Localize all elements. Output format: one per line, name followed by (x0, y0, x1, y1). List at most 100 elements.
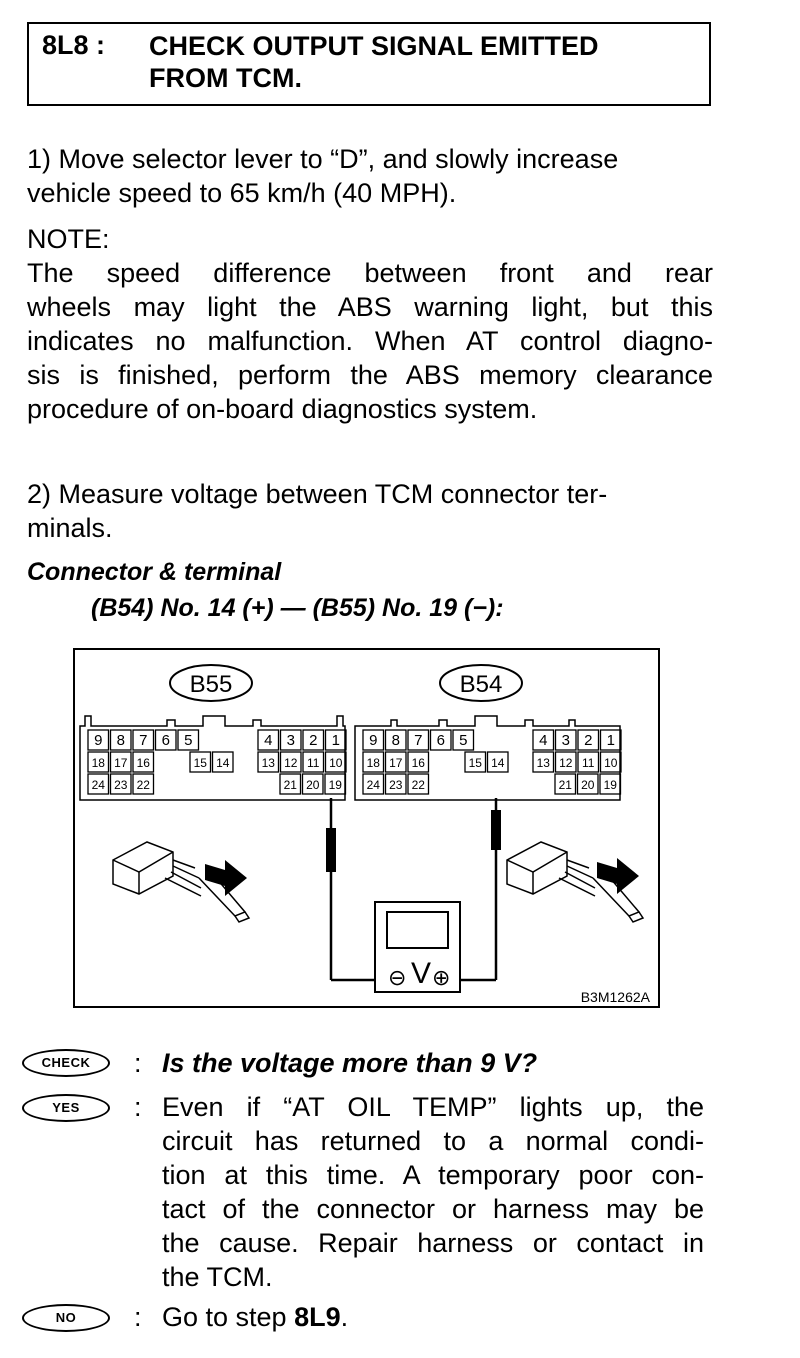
b55-terminal-cell (257, 729, 280, 751)
step-1-instruction: 1) Move selector lever to “D”, and slowl… (27, 142, 713, 210)
b55-terminal-number: 6 (162, 732, 170, 749)
b55-terminal-number: 2 (309, 732, 317, 749)
b54-terminal-number: 21 (559, 778, 573, 792)
b54-terminal-cell (429, 729, 452, 751)
step-title-line-1: CHECK OUTPUT SIGNAL EMITTED (149, 31, 599, 61)
connector-terminal-heading: Connector & terminal (27, 558, 282, 586)
b54-terminal-number: 19 (604, 778, 618, 792)
b54-terminal-number: 13 (537, 756, 551, 770)
step-number: 8L8 : (42, 30, 106, 60)
b55-terminal-cell (87, 773, 110, 795)
b55-terminal-number: 24 (92, 778, 106, 792)
b54-terminal-cell (554, 751, 577, 773)
b54-terminal-cell (599, 729, 622, 751)
probe-wires (329, 798, 498, 982)
b54-terminal-cell (362, 773, 385, 795)
b55-terminal-number: 5 (184, 732, 192, 749)
b54-terminal-number: 4 (539, 732, 547, 749)
b55-terminal-number: 13 (262, 756, 276, 770)
b54-terminal-cell (577, 751, 600, 773)
b55-terminal-cell (132, 773, 155, 795)
b55-terminal-cell (109, 729, 132, 751)
yes-line-3: tion at this time. A temporary poor con- (162, 1160, 704, 1190)
no-badge: NO (22, 1304, 110, 1332)
no-step-reference: 8L9 (294, 1302, 341, 1332)
note-line-5: procedure of on-board diagnostics system… (27, 394, 538, 424)
b54-terminal-cell (486, 751, 509, 773)
b54-terminal-cell (576, 773, 599, 795)
note-label: NOTE: (27, 224, 110, 254)
b54-terminal-number: 6 (437, 732, 445, 749)
b54-terminal-cell (407, 729, 430, 751)
b55-terminal-number: 4 (264, 732, 272, 749)
yes-line-6: the TCM. (162, 1262, 273, 1292)
b55-terminal-number: 14 (216, 756, 230, 770)
step-2-line-1: 2) Measure voltage between TCM connector… (27, 479, 608, 509)
no-row: NO : Go to step 8L9. (22, 1300, 722, 1334)
b55-terminal-cell (279, 751, 302, 773)
check-colon: : (134, 1048, 142, 1078)
note-line-2: wheels may light the ABS warning light, … (27, 292, 713, 322)
b54-terminal-cell (464, 751, 487, 773)
right-connector-illustration (506, 841, 645, 923)
b54-terminal-cell (577, 729, 600, 751)
b55-terminal-cell (177, 729, 200, 751)
b55-terminal-cell (189, 751, 212, 773)
yes-badge: YES (22, 1094, 110, 1122)
b55-terminal-number: 23 (114, 778, 128, 792)
right-insert-arrow (597, 858, 639, 894)
check-row: CHECK : Is the voltage more than 9 V? (22, 1046, 722, 1080)
b55-label: B55 (190, 671, 233, 698)
b55-terminal-cell (109, 751, 132, 773)
b54-terminal-cell (599, 773, 622, 795)
b54-terminal-number: 11 (582, 756, 595, 770)
b55-terminal-cell (211, 751, 234, 773)
b55-terminal-cell (154, 729, 177, 751)
step-2-line-2: minals. (27, 513, 113, 543)
b54-terminal-number: 12 (559, 756, 573, 770)
b55-terminal-cell (324, 773, 347, 795)
b55-terminal-number: 8 (117, 732, 125, 749)
yes-line-1: Even if “AT OIL TEMP” lights up, the (162, 1092, 704, 1122)
b54-terminal-number: 8 (392, 732, 400, 749)
b55-terminal-cell (301, 773, 324, 795)
negative-probe (326, 828, 336, 872)
b55-terminal-number: 11 (307, 756, 320, 770)
yes-row: YES : Even if “AT OIL TEMP” lights up, t… (22, 1090, 722, 1300)
b55-terminal-cell (324, 751, 347, 773)
no-colon: : (134, 1302, 142, 1332)
b54-terminal-number: 3 (562, 732, 570, 749)
b55-terminal-number: 9 (94, 732, 102, 749)
b54-label-oval (439, 664, 523, 702)
b55-terminal-cell (279, 773, 302, 795)
no-text: Go to step 8L9. (162, 1300, 704, 1334)
voltmeter-minus-terminal: ⊖ (388, 965, 406, 990)
yes-text: Even if “AT OIL TEMP” lights up, the cir… (162, 1090, 704, 1294)
b54-terminal-number: 18 (367, 756, 381, 770)
b54-terminal-cell (362, 751, 385, 773)
b54-terminal-cell (532, 729, 555, 751)
b54-terminal-cell (554, 729, 577, 751)
b54-terminal-number: 1 (607, 732, 615, 749)
b54-terminal-cell (384, 773, 407, 795)
left-insert-arrow (205, 860, 247, 896)
step-1-line-1: 1) Move selector lever to “D”, and slowl… (27, 144, 619, 174)
voltmeter-v-label: V (411, 957, 431, 990)
yes-line-2: circuit has returned to a normal condi- (162, 1126, 704, 1156)
step-1-line-2: vehicle speed to 65 km/h (40 MPH). (27, 178, 457, 208)
yes-line-5: the cause. Repair harness or contact in (162, 1228, 704, 1258)
b54-terminal-cell (532, 751, 555, 773)
b54-terminal-cell (599, 751, 622, 773)
b55-label-oval (169, 664, 253, 702)
step-header-box: 8L8 : CHECK OUTPUT SIGNAL EMITTED FROM T… (27, 22, 711, 106)
b54-label: B54 (460, 671, 503, 698)
note-line-3: indicates no malfunction. When AT contro… (27, 326, 713, 356)
positive-probe (491, 810, 501, 850)
b54-terminal-number: 17 (389, 756, 403, 770)
connector-terminal-spec: (B54) No. 14 (+) — (B55) No. 19 (−): (91, 594, 504, 622)
note-block: NOTE: The speed difference between front… (27, 222, 713, 426)
b55-terminal-number: 17 (114, 756, 128, 770)
b54-terminal-cell (362, 729, 385, 751)
